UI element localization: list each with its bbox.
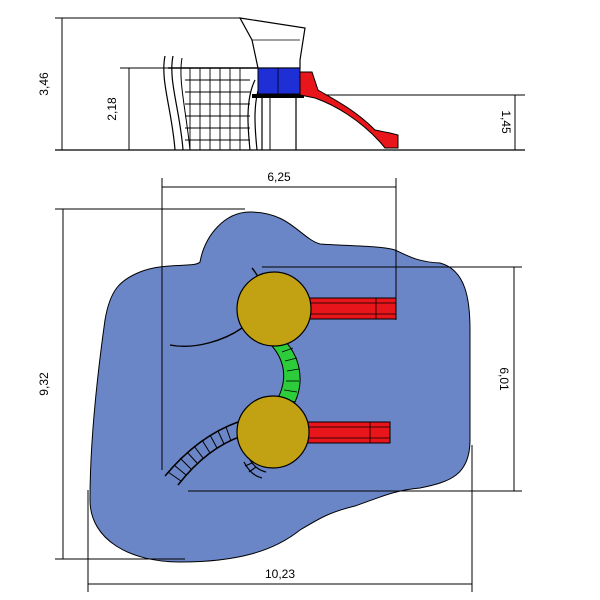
top-width-label: 6,25 — [267, 170, 291, 184]
curved-ladder — [164, 421, 243, 486]
safety-zone — [89, 211, 471, 563]
side-elevation — [55, 17, 525, 151]
ladder-curve-left — [247, 79, 256, 151]
deck-height-label: 2,18 — [105, 97, 119, 121]
total-width-label: 10,23 — [265, 567, 295, 581]
slide-elevation — [299, 71, 399, 149]
tower-roof — [238, 17, 306, 69]
plan-view — [55, 178, 522, 592]
slide-height-label: 1,45 — [499, 110, 513, 134]
net-frame-left-2 — [180, 57, 191, 151]
lower-slide-plan — [307, 421, 391, 444]
slide-depth-label: 6,01 — [497, 367, 511, 391]
total-depth-label: 9,32 — [37, 372, 51, 396]
net-frame-left — [163, 55, 176, 151]
deck-platform — [252, 94, 304, 98]
total-height-label: 3,46 — [37, 72, 51, 96]
lower-platform — [236, 395, 310, 469]
upper-slide-plan — [307, 297, 397, 320]
net-arc — [169, 327, 243, 347]
net-frame-left-inner — [171, 55, 184, 151]
upper-platform — [236, 271, 312, 347]
lower-steps — [243, 459, 267, 479]
climbing-net — [185, 68, 250, 150]
blue-panel — [257, 67, 301, 95]
